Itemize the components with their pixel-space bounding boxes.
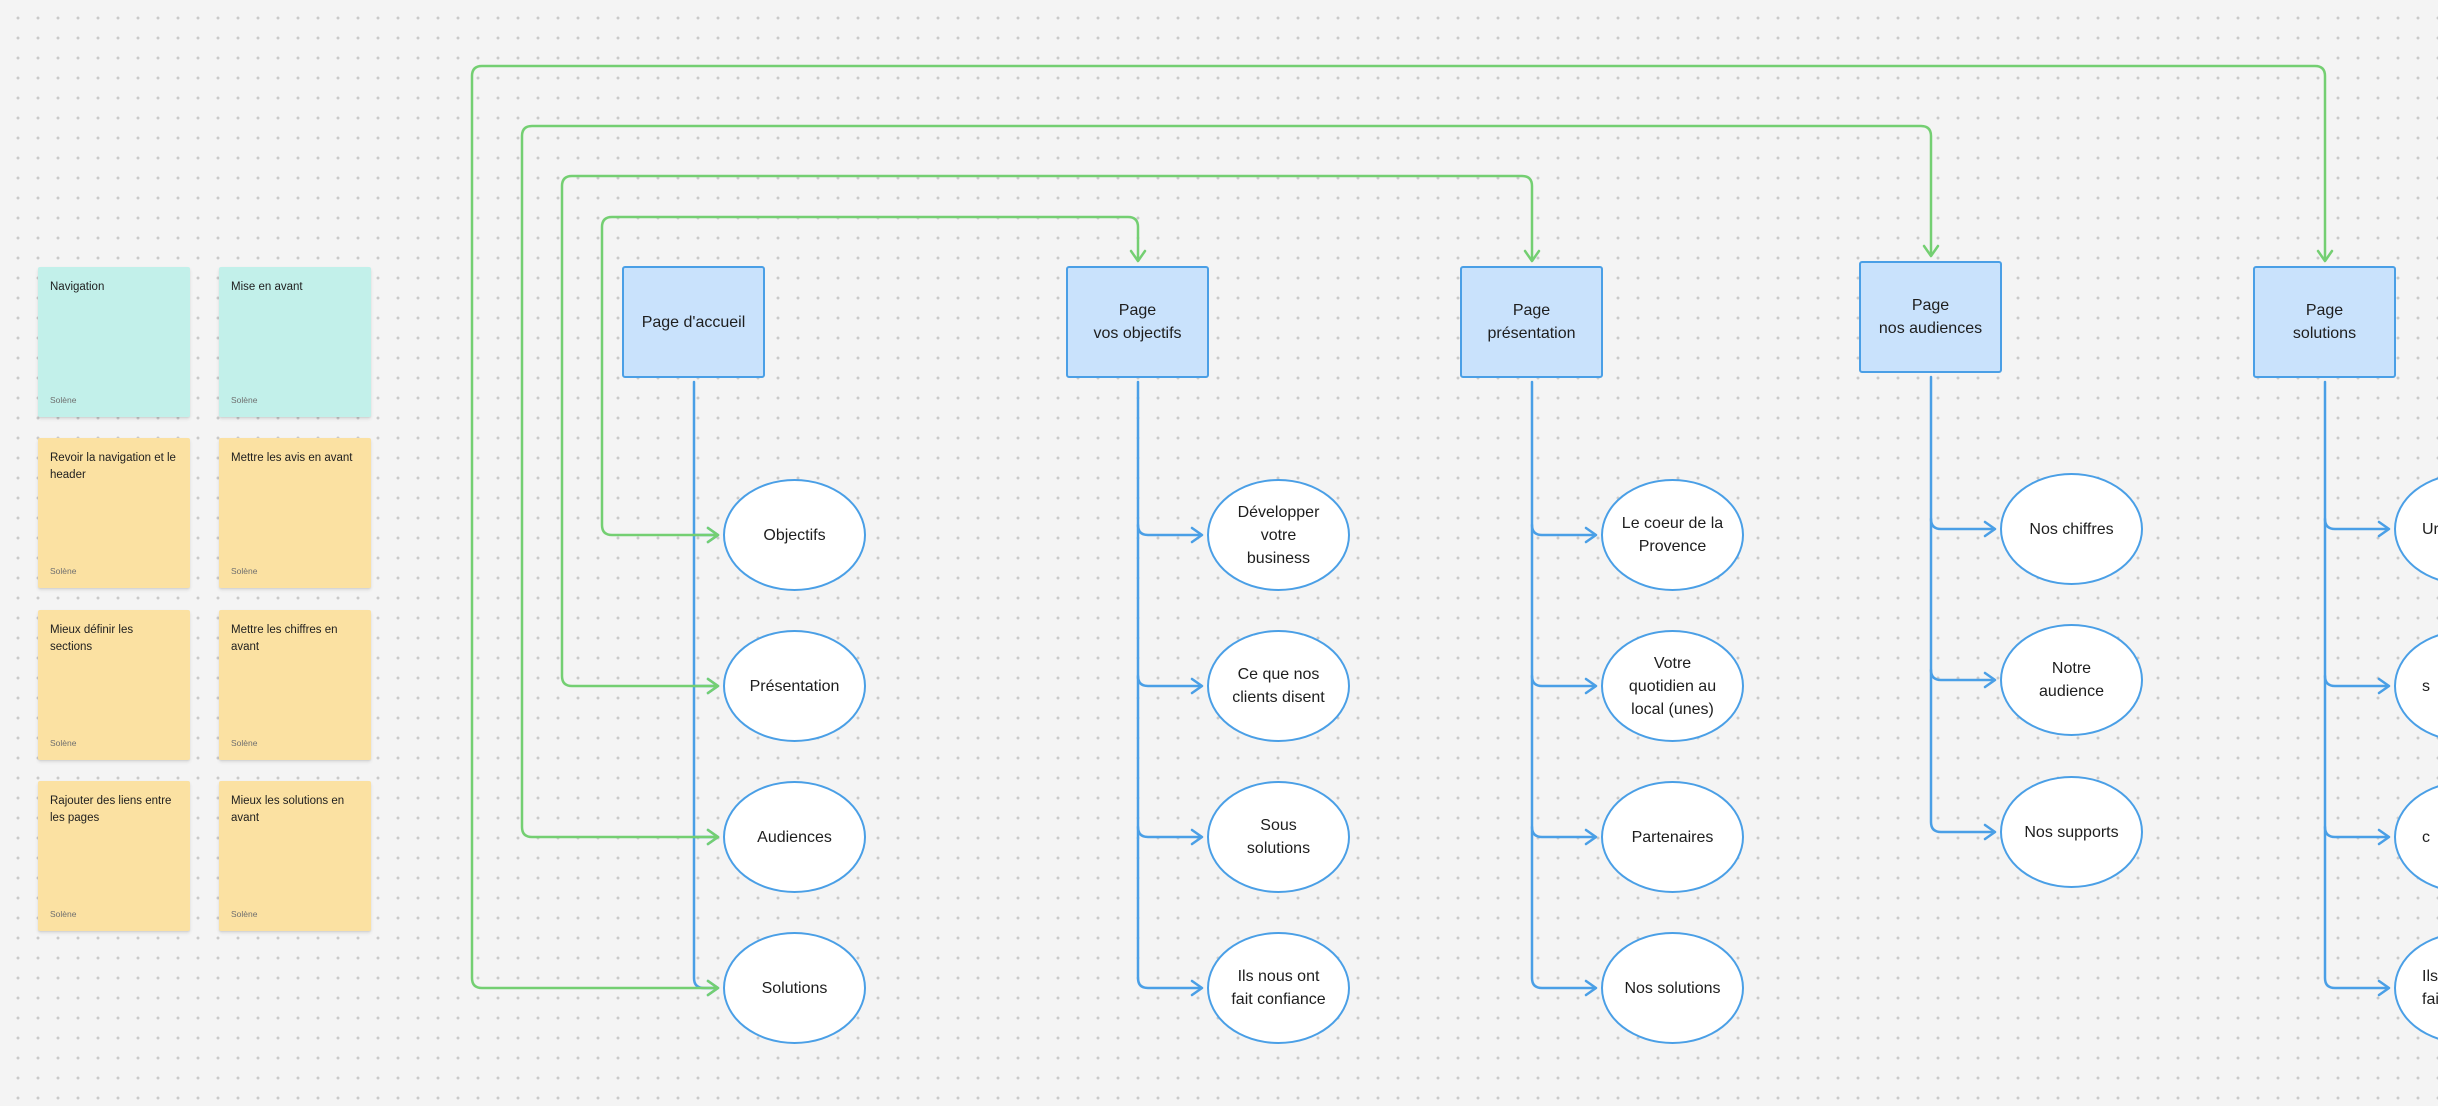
sticky-note[interactable]: Revoir la navigation et le header Solène	[38, 438, 190, 588]
branch-objectifs-1	[1136, 523, 1202, 537]
sticky-note[interactable]: Navigation Solène	[38, 267, 190, 417]
link-presentation	[560, 174, 1534, 688]
sticky-note-text: Mieux les solutions en avant	[231, 795, 345, 824]
branch-presentation-2	[1530, 674, 1596, 688]
sticky-note[interactable]: Mieux les solutions en avant Solène	[219, 781, 371, 931]
branch-objectifs-3	[1136, 825, 1202, 839]
arrowhead	[2377, 677, 2391, 695]
sticky-note-text: Mieux définir les sections	[50, 624, 134, 653]
section-node[interactable]: Ils nous ont fait confiance	[1207, 932, 1350, 1044]
sticky-note-text: Revoir la navigation et le header	[50, 452, 176, 481]
branch-presentation-1	[1530, 523, 1596, 537]
sticky-note-text: Mettre les avis en avant	[231, 452, 353, 464]
arrowhead	[1190, 979, 1204, 997]
section-node[interactable]: Ce que nos clients disent	[1207, 630, 1350, 742]
branch-audiences-2	[1929, 668, 1995, 682]
section-node[interactable]: Nos chiffres	[2000, 473, 2143, 585]
arrowhead	[2316, 249, 2334, 263]
section-node[interactable]: Audiences	[723, 781, 866, 893]
page-box-accueil[interactable]: Page d'accueil	[622, 266, 765, 378]
branch-solutions-1	[2323, 517, 2389, 531]
branch-objectifs-2	[1136, 674, 1202, 688]
sticky-note[interactable]: Mieux définir les sections Solène	[38, 610, 190, 760]
arrowhead	[1584, 677, 1598, 695]
sticky-note[interactable]: Mise en avant Solène	[219, 267, 371, 417]
arrowhead	[1584, 979, 1598, 997]
sticky-note[interactable]: Mettre les chiffres en avant Solène	[219, 610, 371, 760]
page-box-objectifs[interactable]: Page vos objectifs	[1066, 266, 1209, 378]
sticky-note-author: Solène	[231, 738, 258, 748]
sticky-note-author: Solène	[50, 395, 77, 405]
arrowhead	[1983, 671, 1997, 689]
trunk-audiences	[1929, 375, 1995, 834]
branch-presentation-3	[1530, 825, 1596, 839]
sticky-note-author: Solène	[50, 909, 77, 919]
link-solutions	[470, 64, 2327, 990]
arrowhead	[2377, 979, 2391, 997]
sticky-note-text: Navigation	[50, 281, 105, 293]
branch-solutions-2	[2323, 674, 2389, 688]
arrowhead	[1190, 526, 1204, 544]
trunk-objectifs	[1136, 380, 1202, 990]
sticky-note-author: Solène	[50, 738, 77, 748]
arrowhead	[706, 526, 720, 544]
sticky-note[interactable]: Mettre les avis en avant Solène	[219, 438, 371, 588]
arrowhead	[706, 828, 720, 846]
sticky-note[interactable]: Rajouter des liens entre les pages Solèn…	[38, 781, 190, 931]
link-audiences	[520, 124, 1933, 839]
sticky-note-text: Mise en avant	[231, 281, 303, 293]
arrowhead	[1190, 828, 1204, 846]
sticky-note-author: Solène	[231, 395, 258, 405]
section-node[interactable]: Développer votre business	[1207, 479, 1350, 591]
arrowhead	[1523, 249, 1541, 263]
page-box-solutions[interactable]: Page solutions	[2253, 266, 2396, 378]
arrowhead	[1129, 249, 1147, 263]
arrowhead	[2377, 520, 2391, 538]
link-objectifs	[600, 215, 1140, 537]
arrowhead	[1190, 677, 1204, 695]
section-node[interactable]: Objectifs	[723, 479, 866, 591]
section-node[interactable]: Votre quotidien au local (unes)	[1601, 630, 1744, 742]
section-node[interactable]: Notre audience	[2000, 624, 2143, 736]
section-node[interactable]: Partenaires	[1601, 781, 1744, 893]
section-node[interactable]: Nos solutions	[1601, 932, 1744, 1044]
branch-audiences-1	[1929, 517, 1995, 531]
arrowhead	[706, 979, 720, 997]
sticky-note-author: Solène	[50, 566, 77, 576]
arrowhead	[2377, 828, 2391, 846]
branch-solutions-3	[2323, 825, 2389, 839]
section-node[interactable]: Solutions	[723, 932, 866, 1044]
trunk-solutions	[2323, 380, 2389, 990]
trunk-presentation	[1530, 380, 1596, 990]
arrowhead	[1983, 823, 1997, 841]
arrowhead	[1584, 828, 1598, 846]
sticky-note-text: Rajouter des liens entre les pages	[50, 795, 172, 824]
page-box-presentation[interactable]: Page présentation	[1460, 266, 1603, 378]
sticky-note-author: Solène	[231, 909, 258, 919]
section-node[interactable]: Nos supports	[2000, 776, 2143, 888]
arrowhead	[706, 677, 720, 695]
sticky-note-author: Solène	[231, 566, 258, 576]
arrowhead	[1922, 244, 1940, 258]
section-node[interactable]: Présentation	[723, 630, 866, 742]
arrowhead	[1983, 520, 1997, 538]
arrowhead	[1584, 526, 1598, 544]
section-node[interactable]: Le coeur de la Provence	[1601, 479, 1744, 591]
section-node[interactable]: Sous solutions	[1207, 781, 1350, 893]
sticky-note-text: Mettre les chiffres en avant	[231, 624, 338, 653]
page-box-audiences[interactable]: Page nos audiences	[1859, 261, 2002, 373]
